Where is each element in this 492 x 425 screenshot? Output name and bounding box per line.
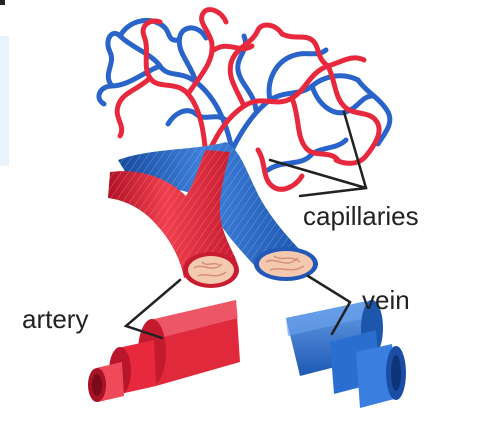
artery-opening	[183, 252, 239, 288]
vein-wall-layers	[286, 300, 406, 408]
vein-label: vein	[362, 287, 410, 313]
artery-wall-layers	[88, 300, 240, 402]
capillaries-label: capillaries	[303, 203, 419, 229]
artery-label: artery	[22, 306, 88, 332]
